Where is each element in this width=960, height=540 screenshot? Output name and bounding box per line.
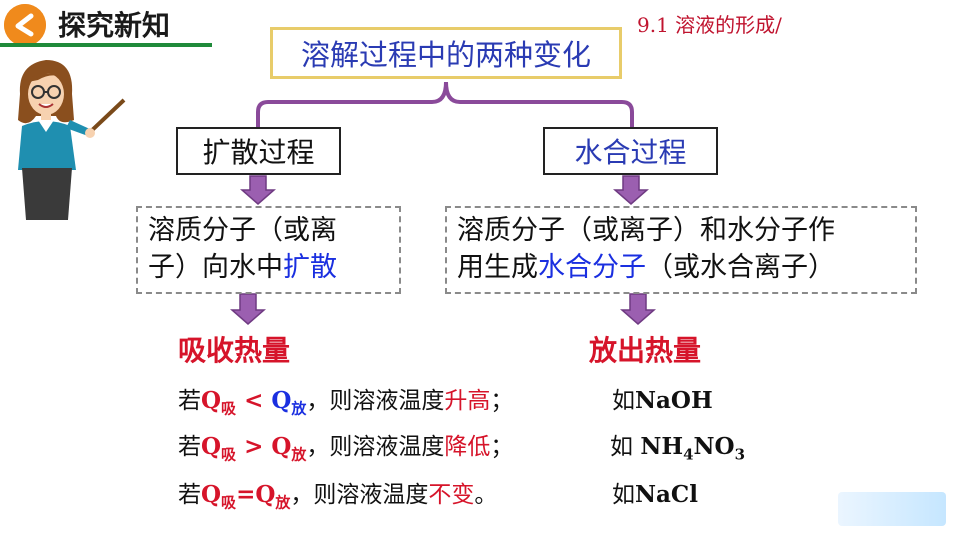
diffusion-description: 溶质分子（或离 子）向水中扩散 xyxy=(136,206,401,294)
watermark-logo xyxy=(838,492,946,526)
example-label: 如NaOH xyxy=(612,381,713,415)
brace-connector xyxy=(258,82,632,128)
hydration-process-box: 水合过程 xyxy=(543,127,718,175)
down-arrow-icon xyxy=(615,176,647,204)
result-term: 升高 xyxy=(444,388,490,414)
highlight-term: 扩散 xyxy=(283,252,337,283)
rule-row: 若Q吸=Q放，则溶液温度不变。 xyxy=(178,475,497,513)
result-term: 不变 xyxy=(428,482,474,508)
down-arrow-icon xyxy=(622,294,654,324)
result-term: 降低 xyxy=(444,434,490,460)
description-line: 用生成水合分子（或水合离子） xyxy=(457,249,905,286)
release-heat-label: 放出热量 xyxy=(589,329,701,369)
highlight-term: 水合分子 xyxy=(538,252,646,283)
hydration-description: 溶质分子（或离子）和水分子作 用生成水合分子（或水合离子） xyxy=(445,206,917,294)
description-line: 溶质分子（或离子）和水分子作 xyxy=(457,212,905,249)
down-arrow-icon xyxy=(242,176,274,204)
down-arrow-icon xyxy=(232,294,264,324)
example-label: 如NaCl xyxy=(612,475,698,509)
absorb-heat-label: 吸收热量 xyxy=(178,329,290,369)
example-label: 如 NH4NO3 xyxy=(610,427,745,464)
rule-row: 若Q吸 < Q放，则溶液温度升高； xyxy=(178,381,513,419)
description-line: 溶质分子（或离 xyxy=(148,212,389,249)
rule-row: 若Q吸 > Q放，则溶液温度降低； xyxy=(178,427,513,465)
diffusion-process-box: 扩散过程 xyxy=(176,127,341,175)
description-line: 子）向水中扩散 xyxy=(148,249,389,286)
